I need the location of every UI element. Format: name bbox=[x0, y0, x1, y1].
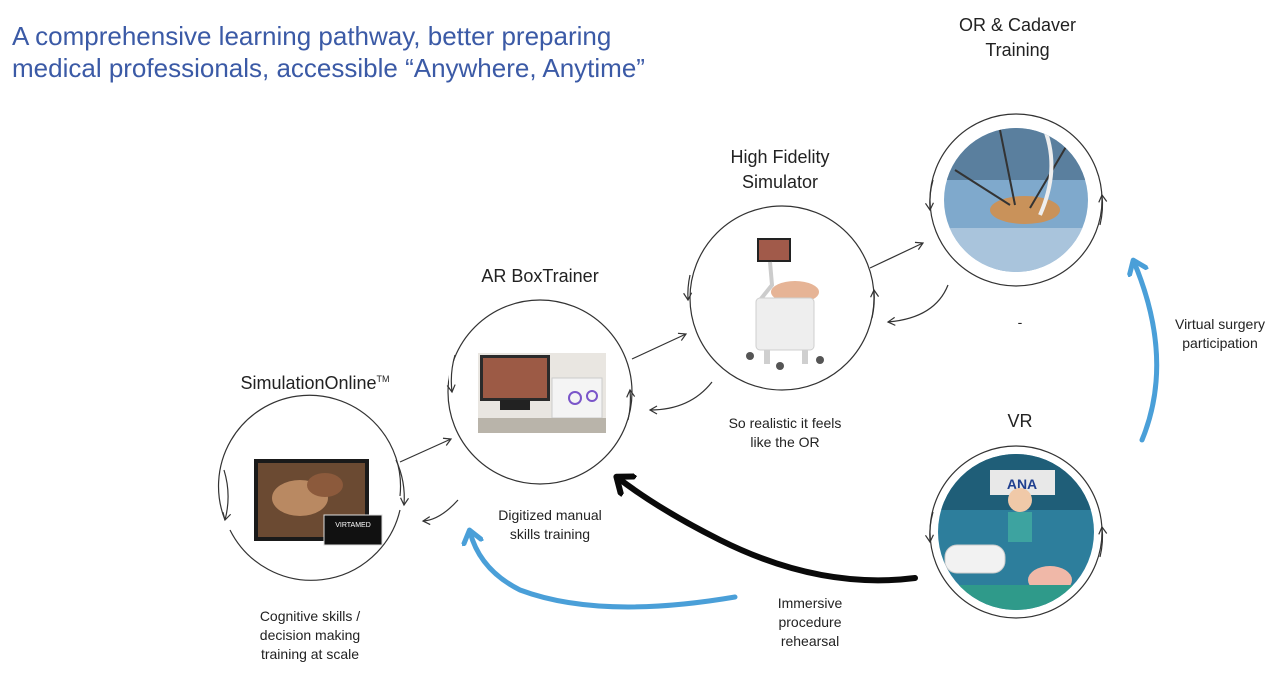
headline: A comprehensive learning pathway, better… bbox=[12, 20, 692, 84]
vr-headset bbox=[944, 544, 1006, 574]
high-fidelity-title: High Fidelity Simulator bbox=[680, 145, 880, 195]
simulator-illustration bbox=[746, 238, 824, 370]
ring bbox=[568, 391, 582, 405]
ring bbox=[586, 390, 598, 402]
arrow-label-line: procedure bbox=[778, 614, 842, 630]
vr-title: VR bbox=[1007, 411, 1033, 431]
high-fidelity-caption: So realistic it feels like the OR bbox=[700, 414, 870, 452]
cycle-arrow bbox=[626, 388, 636, 421]
headline-line-2: medical professionals, accessible “Anywh… bbox=[12, 53, 645, 83]
or-cadaver-title-line-1: OR & Cadaver bbox=[958, 15, 1077, 35]
cycle-arc bbox=[229, 509, 401, 581]
cycle-arrow bbox=[683, 274, 693, 302]
instrument bbox=[999, 129, 1016, 206]
avatar-head bbox=[1008, 488, 1032, 512]
cycle-arrow bbox=[870, 288, 880, 319]
caption-line: So realistic it feels bbox=[728, 415, 842, 431]
vr-photo: ANA bbox=[938, 454, 1094, 610]
cycle-arrow bbox=[1098, 525, 1108, 558]
wheel bbox=[816, 356, 824, 364]
trainer-device bbox=[551, 377, 603, 419]
caption-line: Cognitive skills / bbox=[259, 608, 361, 624]
virtual-surgery-arrow bbox=[1134, 262, 1160, 443]
connector-arrow bbox=[648, 381, 713, 415]
immersive-label: Immersive procedure rehearsal bbox=[755, 594, 865, 651]
or-cadaver-title: OR & Cadaver Training bbox=[915, 13, 1120, 63]
anatomy-shape bbox=[307, 473, 343, 497]
arrow-label-line: Virtual surgery bbox=[1174, 316, 1265, 332]
cycle-arrow bbox=[222, 469, 232, 522]
cycle-arrow bbox=[924, 179, 934, 212]
cart-leg bbox=[764, 350, 770, 364]
virtamed-badge-text: VIRTAMED bbox=[335, 522, 371, 529]
ar-boxtrainer-caption: Digitized manual skills training bbox=[470, 506, 630, 544]
drape-top bbox=[944, 128, 1088, 180]
caption-line: decision making bbox=[259, 627, 361, 643]
table-surface bbox=[478, 418, 606, 433]
drape-bottom bbox=[944, 228, 1088, 272]
avatar-body bbox=[1008, 512, 1032, 542]
high-fidelity-title-line-1: High Fidelity bbox=[730, 147, 830, 167]
connector-arrow bbox=[886, 284, 949, 326]
caption-line: skills training bbox=[509, 526, 591, 542]
simulation-online-thumbnail: VIRTAMED bbox=[254, 459, 383, 546]
connector-arrow bbox=[399, 437, 453, 463]
cart-leg bbox=[802, 350, 808, 364]
caption-line: Digitized manual bbox=[498, 507, 602, 523]
or-cadaver-caption: - bbox=[1017, 314, 1023, 330]
virtual-surgery-label: Virtual surgery participation bbox=[1160, 315, 1280, 353]
simulator-screen-image bbox=[759, 240, 789, 260]
trademark-mark: TM bbox=[376, 374, 390, 384]
simulator-arm bbox=[758, 261, 775, 302]
or-cadaver-node bbox=[924, 113, 1108, 287]
or-photo bbox=[944, 128, 1088, 272]
cycle-arrow bbox=[924, 511, 934, 544]
connector-arrow bbox=[421, 499, 459, 526]
cycle-arc bbox=[217, 394, 402, 521]
vr-node: ANA bbox=[924, 445, 1108, 619]
arrow-label-line: rehearsal bbox=[780, 633, 840, 649]
simulator-cart bbox=[755, 297, 815, 351]
patient-skin bbox=[990, 196, 1060, 224]
high-fidelity-title-line-2: Simulator bbox=[741, 172, 819, 192]
monitor-screen bbox=[483, 358, 547, 398]
vr-screen-text: ANA bbox=[1007, 476, 1037, 492]
tube bbox=[1038, 129, 1054, 216]
cycle-arrow bbox=[395, 459, 410, 507]
ar-boxtrainer-thumbnail bbox=[478, 353, 606, 433]
cycle-arrow bbox=[446, 354, 456, 394]
immersive-blue-arrow bbox=[470, 532, 738, 610]
simulation-online-title: SimulationOnlineTM bbox=[220, 367, 410, 396]
caption-line: training at scale bbox=[260, 646, 360, 662]
virtamed-badge bbox=[323, 514, 383, 546]
or-cadaver-title-line-2: Training bbox=[985, 40, 1050, 60]
ar-boxtrainer-node bbox=[446, 299, 636, 485]
caption-line: like the OR bbox=[750, 434, 820, 450]
simulation-online-node: VIRTAMED bbox=[217, 394, 410, 581]
simulation-online-title-text: SimulationOnline bbox=[240, 373, 377, 393]
arrow-label-line: participation bbox=[1182, 335, 1258, 351]
wheel bbox=[776, 362, 784, 370]
instrument bbox=[954, 169, 1011, 206]
high-fidelity-node bbox=[683, 205, 880, 391]
arrow-label-line: Immersive bbox=[777, 595, 843, 611]
box-trainer bbox=[500, 400, 530, 410]
headline-line-1: A comprehensive learning pathway, better… bbox=[12, 21, 612, 51]
wheel bbox=[746, 352, 754, 360]
vr-floor bbox=[938, 585, 1094, 610]
connector-arrow bbox=[869, 241, 925, 269]
vr-to-ar-black-arrow bbox=[618, 478, 918, 584]
connector-arrow bbox=[631, 332, 688, 360]
cycle-arrow bbox=[1098, 193, 1108, 226]
simulation-online-caption: Cognitive skills / decision making train… bbox=[225, 607, 395, 664]
ar-boxtrainer-title: AR BoxTrainer bbox=[481, 266, 599, 286]
